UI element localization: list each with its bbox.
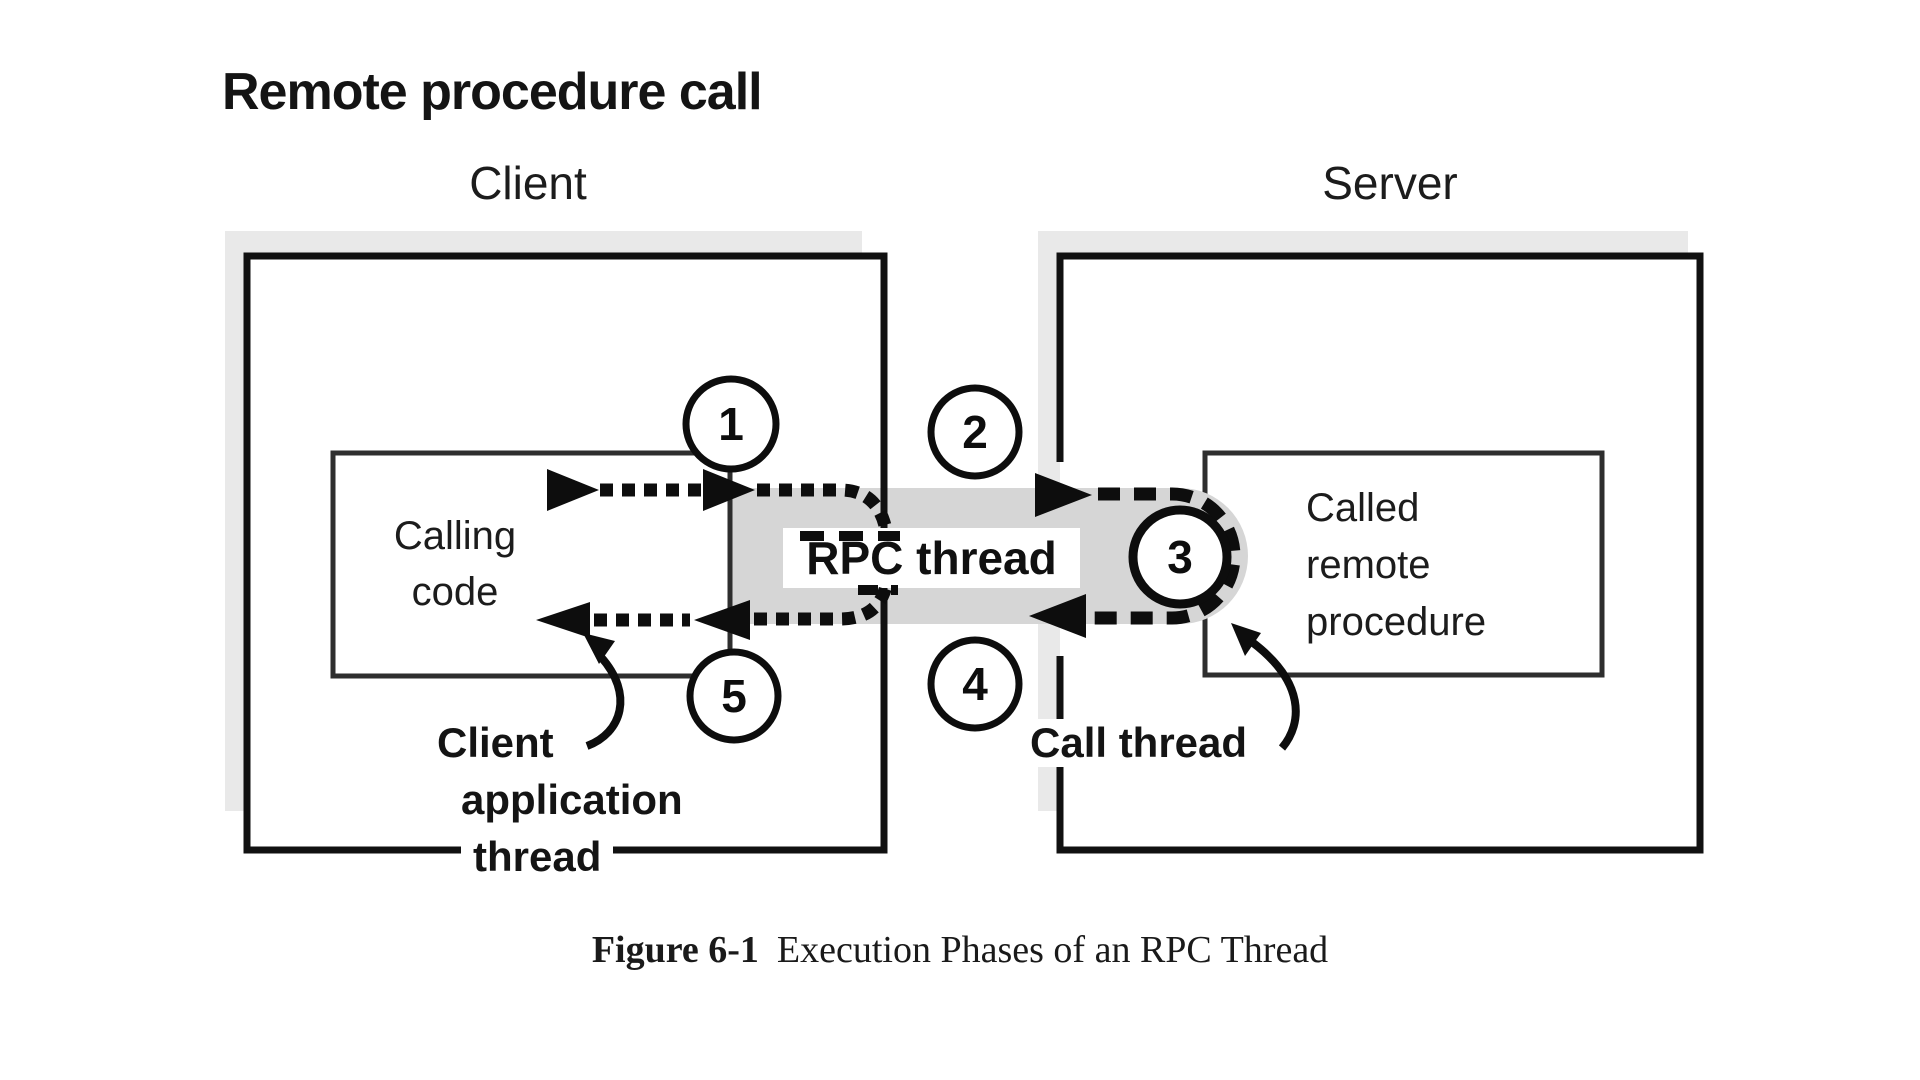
- arrowhead-right-icon: [547, 469, 599, 511]
- step-number-4: 4: [962, 658, 988, 710]
- step-circle-4: [927, 636, 1023, 732]
- step-number-3: 3: [1167, 531, 1193, 583]
- server-header: Server: [1322, 157, 1458, 209]
- figure-caption-number: Figure 6-1: [591, 929, 759, 971]
- dotted-curve-into-band-top: [757, 483, 893, 532]
- cat-line3: thread: [461, 828, 683, 885]
- calling-code-label: Calling code: [340, 508, 570, 620]
- called-remote-procedure-label: Called remote procedure: [1306, 480, 1486, 651]
- arrowhead-left-icon: [694, 600, 750, 640]
- step-number-2: 2: [962, 406, 988, 458]
- arrowhead-right-icon: [703, 469, 755, 511]
- rpc-thread-label-plate: [783, 528, 1080, 588]
- call-thread-label: Call thread: [1022, 719, 1256, 767]
- calling-code-box: [330, 450, 733, 679]
- calling-code-line1: Calling: [393, 514, 517, 558]
- called-line3: procedure: [1306, 600, 1487, 644]
- step-number-1: 1: [718, 398, 744, 450]
- arrowhead-right-icon: [1035, 473, 1092, 517]
- called-line1: Called: [1306, 486, 1420, 530]
- figure-caption: Figure 6-1 Execution Phases of an RPC Thr…: [500, 928, 1420, 972]
- arrowhead-left-icon: [536, 602, 590, 638]
- arrowhead-up-left-icon: [583, 633, 615, 664]
- calling-code-line2: code: [411, 570, 499, 614]
- arrowhead-up-left-icon: [1231, 623, 1261, 656]
- figure-caption-text: Execution Phases of an RPC Thread: [776, 929, 1329, 971]
- step-number-5: 5: [721, 670, 747, 722]
- client-application-thread-label: Client application thread: [437, 714, 683, 885]
- called-remote-procedure-box: [1202, 450, 1605, 678]
- call-thread-pointer-curve: [1249, 638, 1300, 751]
- client-header: Client: [469, 157, 587, 209]
- cat-line1: Client: [437, 719, 554, 766]
- step-circle-1: [682, 375, 780, 473]
- cat-line2: application: [461, 776, 683, 823]
- arrowhead-left-icon: [1029, 594, 1086, 638]
- dotted-curve-into-band-bottom: [754, 584, 893, 626]
- client-app-thread-pointer-curve: [585, 654, 625, 750]
- step-circle-3: [1128, 505, 1232, 609]
- rpc-thread-label: RPC thread: [806, 532, 1057, 584]
- step-circle-5: [686, 648, 782, 744]
- called-line2: remote: [1306, 543, 1431, 587]
- step-circle-2: [927, 384, 1023, 480]
- cat-line3-text: thread: [461, 828, 614, 885]
- diagram-title: Remote procedure call: [222, 63, 763, 121]
- server-box-border: [1056, 252, 1704, 854]
